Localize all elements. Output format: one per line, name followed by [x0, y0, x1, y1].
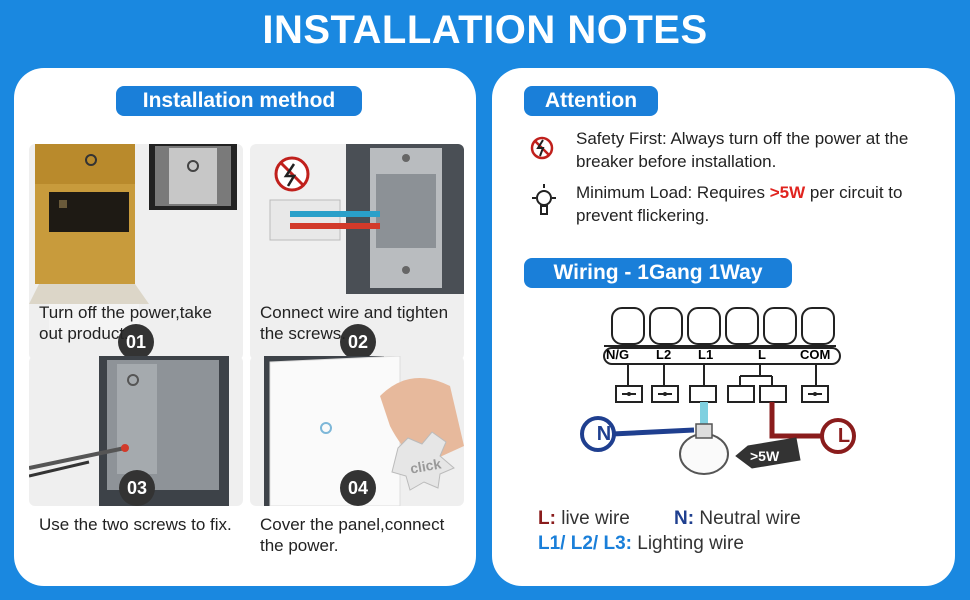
step-badge-03: 03: [119, 470, 155, 506]
legend-live-val: live wire: [555, 508, 630, 529]
legend-lighting: L1/ L2/ L3: Lighting wire: [538, 533, 744, 555]
no-power-icon: [530, 136, 554, 160]
load-suffix: per circuit to prevent flickering.: [576, 183, 903, 225]
step-3-image: 03: [29, 356, 243, 506]
legend-neutral-val: Neutral wire: [694, 508, 801, 529]
legend-neutral-key: N:: [674, 508, 695, 529]
terminal-label-l: L: [758, 347, 766, 362]
terminal-label-ng: N/G: [606, 347, 630, 362]
page-title: INSTALLATION NOTES: [262, 8, 708, 52]
step-4-image: 04 click: [250, 356, 464, 506]
step-3-text: Use the two screws to fix.: [39, 515, 232, 534]
installation-method-heading: Installation method: [116, 86, 362, 116]
wiring-diagram: [580, 307, 856, 475]
legend-lighting-key: L1/ L2/ L3:: [538, 533, 632, 554]
terminal-label-l1: L1: [698, 347, 714, 362]
live-node-label: L: [837, 425, 851, 447]
legend-live: L: live wire: [538, 508, 630, 530]
wiring-illustration: [269, 144, 464, 294]
step-1-image: 01: [29, 144, 243, 360]
step-2-image: 02: [250, 144, 464, 360]
step-badge-01: 01: [118, 324, 154, 360]
terminal-label-com: COM: [800, 347, 831, 362]
attention-panel: Attention Safety First: Always turn off …: [492, 68, 955, 586]
wiring-heading: Wiring - 1Gang 1Way: [524, 258, 792, 288]
safety-note: Safety First: Always turn off the power …: [576, 129, 909, 171]
legend-neutral: N: Neutral wire: [674, 508, 801, 530]
neutral-node-label: N: [596, 423, 612, 445]
legend-lighting-val: Lighting wire: [631, 533, 744, 554]
product-box-illustration: [29, 144, 237, 334]
load-value: >5W: [769, 183, 806, 202]
attention-heading: Attention: [524, 86, 658, 116]
load-prefix: Minimum Load: Requires: [576, 183, 770, 202]
load-note: Minimum Load: Requires >5W per circuit t…: [576, 181, 936, 227]
step-1-text: Turn off the power,take out product.: [39, 303, 212, 343]
step-badge-04: 04: [340, 470, 376, 506]
bulb-icon: [532, 184, 556, 215]
panel-cover-illustration: [264, 356, 464, 506]
bulb-load-label: >5W: [750, 448, 780, 464]
installation-panel: Installation method 01 Turn off the powe…: [14, 68, 476, 586]
terminal-label-l2: L2: [656, 347, 672, 362]
step-badge-02: 02: [340, 324, 376, 360]
legend-live-key: L:: [538, 508, 556, 529]
step-4-text: Cover the panel,connect the power.: [260, 515, 445, 555]
step-2-text: Connect wire and tighten the screws.: [260, 303, 449, 343]
